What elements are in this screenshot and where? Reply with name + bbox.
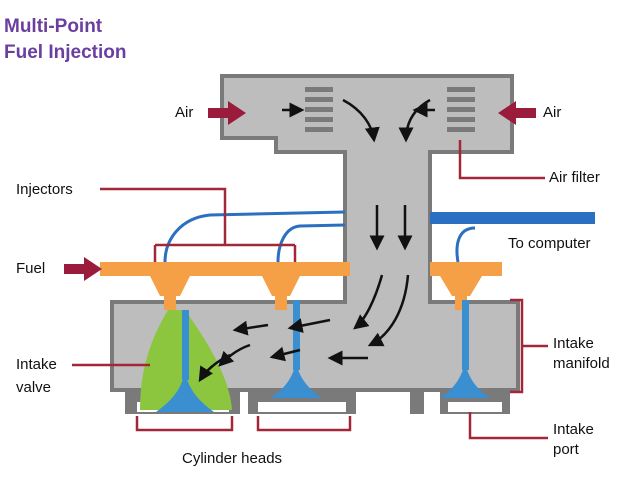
fuel-rail	[100, 262, 350, 276]
label-intake-manifold-1: Intake	[553, 335, 594, 352]
label-intake-valve-2: valve	[16, 379, 52, 396]
title-line-1: Multi-Point	[4, 16, 103, 37]
label-to-computer: To computer	[508, 235, 591, 252]
computer-wires	[163, 210, 476, 263]
label-intake-port-2: port	[553, 441, 579, 458]
label-intake-valve-1: Intake	[16, 356, 57, 373]
label-cylinder-heads: Cylinder heads	[182, 450, 283, 467]
label-air-filter: Air filter	[549, 169, 600, 186]
label-fuel: Fuel	[16, 260, 46, 277]
title-line-2: Fuel Injection	[4, 42, 127, 63]
intake-valves	[156, 300, 490, 412]
leader-lines	[72, 140, 548, 440]
to-computer-cable	[430, 212, 595, 224]
airflow-arrows	[198, 98, 435, 383]
external-arrows	[64, 101, 536, 281]
label-injectors: Injectors	[16, 181, 73, 198]
label-air-right: Air	[543, 104, 562, 121]
air-filter-left-slats	[305, 87, 333, 132]
label-intake-port-1: Intake	[553, 421, 594, 438]
label-intake-manifold-2: manifold	[553, 355, 610, 372]
injector-bodies	[150, 276, 482, 310]
label-air-left: Air	[175, 104, 194, 121]
air-filter-right-slats	[447, 87, 475, 132]
diagram-title: Multi-Point Fuel Injection	[4, 14, 126, 66]
fuel-rail-right	[430, 262, 502, 276]
manifold-column-fill	[347, 150, 428, 308]
